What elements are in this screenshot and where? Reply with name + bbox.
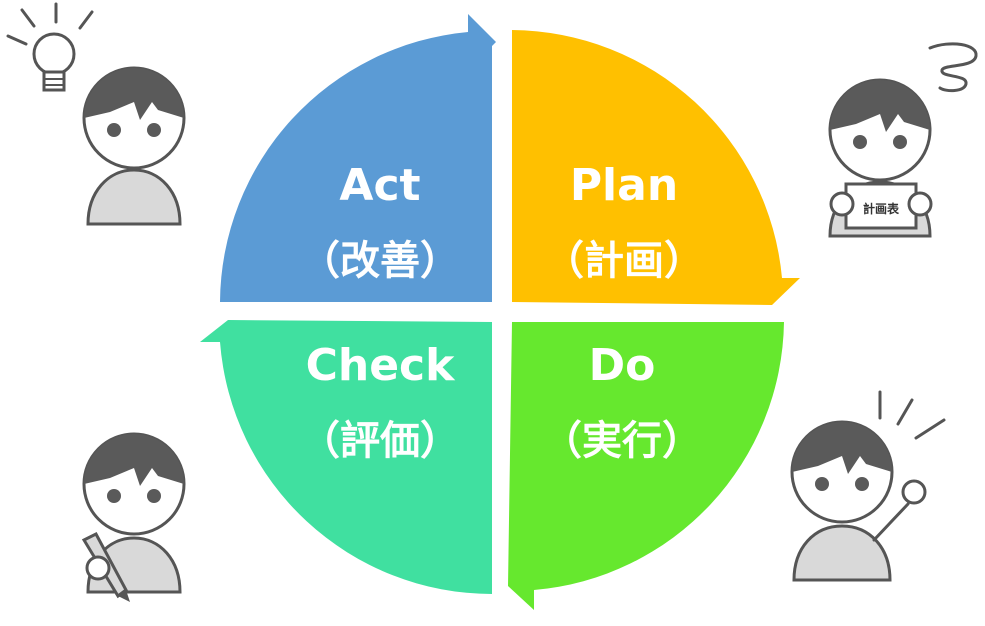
- do-person-figure: [792, 392, 944, 580]
- check-subtitle: （評価）: [300, 418, 460, 464]
- plan-person-figure: 計画表: [830, 44, 976, 236]
- act-title: Act: [339, 160, 420, 211]
- act-subtitle: （改善）: [300, 238, 460, 284]
- plan-sheet-label: 計画表: [863, 201, 900, 216]
- swirl-icon: [930, 44, 976, 91]
- action-lines-icon: [880, 392, 944, 438]
- plan-title: Plan: [570, 160, 678, 211]
- do-subtitle: （実行）: [542, 418, 702, 464]
- check-person-figure: [84, 434, 184, 602]
- plan-subtitle: （計画）: [544, 238, 704, 284]
- do-title: Do: [589, 340, 656, 391]
- check-title: Check: [306, 340, 457, 391]
- act-person-figure: [8, 4, 184, 224]
- lightbulb-icon: [8, 4, 92, 90]
